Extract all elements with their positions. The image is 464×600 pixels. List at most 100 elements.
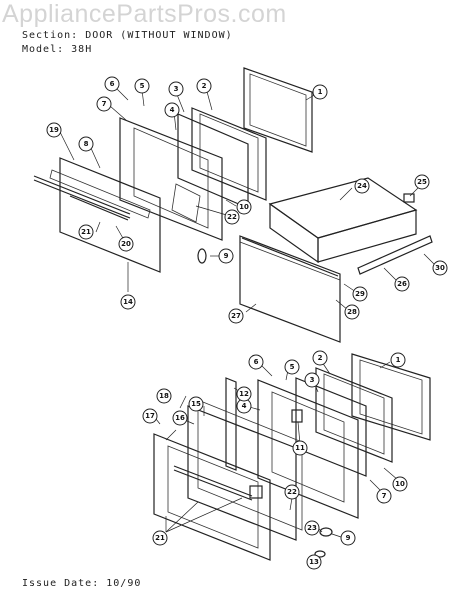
lower-liner-inner <box>323 373 385 455</box>
svg-text:16: 16 <box>175 414 185 422</box>
svg-text:13: 13 <box>309 558 319 566</box>
issue-date-value: 10/90 <box>106 578 142 589</box>
upper-trim-strip-2 <box>33 179 131 219</box>
drawer-front-panel <box>239 235 341 343</box>
upper-rear-panel-inner <box>249 73 307 147</box>
lower-callout-2: 2 <box>312 350 328 366</box>
drawer-rail <box>357 235 433 275</box>
upper-callout-5: 5 <box>134 78 150 94</box>
drawer-clip <box>403 193 415 203</box>
lower-callout-1: 1 <box>390 352 406 368</box>
upper-insulation <box>177 113 249 209</box>
lower-outer-door-frame-inner <box>167 445 259 549</box>
upper-rear-panel <box>243 67 313 153</box>
lower-hinge <box>225 377 237 471</box>
lower-bracket <box>291 409 303 423</box>
upper-callout-22: 22 <box>224 209 240 225</box>
svg-text:27: 27 <box>231 312 241 320</box>
upper-plug <box>197 248 207 264</box>
svg-text:21: 21 <box>155 534 165 542</box>
lower-callout-6: 6 <box>248 354 264 370</box>
svg-text:12: 12 <box>239 390 249 398</box>
svg-text:22: 22 <box>227 213 237 221</box>
lower-handle-cap <box>249 485 263 499</box>
upper-callout-25: 25 <box>414 174 430 190</box>
upper-inner-liner <box>119 117 223 241</box>
svg-text:25: 25 <box>417 178 427 186</box>
svg-text:8: 8 <box>84 140 89 148</box>
svg-text:2: 2 <box>202 82 207 90</box>
svg-text:17: 17 <box>145 412 155 420</box>
svg-text:30: 30 <box>435 264 445 272</box>
lower-callout-7: 7 <box>376 488 392 504</box>
upper-callout-3: 3 <box>168 81 184 97</box>
upper-callout-27: 27 <box>228 308 244 324</box>
upper-callout-28: 28 <box>344 304 360 320</box>
lower-door-assembly <box>153 353 431 561</box>
svg-text:3: 3 <box>310 376 315 384</box>
drawer-front-rail <box>241 237 339 277</box>
issue-date-label: Issue Date: <box>22 578 100 589</box>
svg-text:19: 19 <box>49 126 59 134</box>
model-label: Model: <box>22 44 65 55</box>
lower-callout-21: 21 <box>152 530 168 546</box>
svg-text:28: 28 <box>347 308 357 316</box>
svg-text:14: 14 <box>123 298 133 306</box>
upper-callout-2: 2 <box>196 78 212 94</box>
svg-text:21: 21 <box>81 228 91 236</box>
upper-callout-21: 21 <box>78 224 94 240</box>
svg-text:7: 7 <box>382 492 387 500</box>
svg-text:11: 11 <box>295 444 305 452</box>
upper-trim-strip <box>33 175 131 215</box>
svg-text:24: 24 <box>357 182 367 190</box>
upper-liner-frame <box>191 107 267 201</box>
upper-callout-6: 6 <box>104 76 120 92</box>
lower-callout-22: 22 <box>284 484 300 500</box>
svg-text:26: 26 <box>397 280 407 288</box>
upper-callout-20: 20 <box>118 236 134 252</box>
upper-callout-19: 19 <box>46 122 62 138</box>
upper-callouts: 1 2 3 4 5 6 7 8 9 10 14 19 20 21 22 24 2… <box>46 76 448 324</box>
section-line: Section: DOOR (WITHOUT WINDOW) <box>22 30 233 41</box>
upper-bracket <box>171 183 201 223</box>
svg-text:1: 1 <box>318 88 323 96</box>
lower-callout-9: 9 <box>340 530 356 546</box>
upper-callout-4: 4 <box>164 102 180 118</box>
svg-text:2: 2 <box>318 354 323 362</box>
upper-callout-14: 14 <box>120 294 136 310</box>
upper-callout-26: 26 <box>394 276 410 292</box>
lower-handle-2 <box>173 469 253 501</box>
lower-foot <box>314 550 326 558</box>
lower-insulation <box>295 377 367 477</box>
lower-handle <box>173 465 253 497</box>
upper-outer-door-panel <box>59 157 161 273</box>
lower-plug <box>319 527 333 537</box>
upper-callout-10: 10 <box>236 199 252 215</box>
upper-door-assembly <box>33 67 433 343</box>
lower-leader-lines <box>151 361 399 563</box>
svg-text:23: 23 <box>307 524 317 532</box>
lower-callout-10: 10 <box>392 476 408 492</box>
drawer-front-panel-edge <box>239 241 341 281</box>
upper-inner-liner-window <box>133 127 209 229</box>
svg-text:5: 5 <box>140 82 145 90</box>
svg-text:6: 6 <box>110 80 115 88</box>
upper-outer-door-panel-top <box>49 169 151 219</box>
svg-text:22: 22 <box>287 488 297 496</box>
svg-text:1: 1 <box>396 356 401 364</box>
svg-text:20: 20 <box>121 240 131 248</box>
svg-text:5: 5 <box>290 363 295 371</box>
section-label: Section: <box>22 30 79 41</box>
svg-text:9: 9 <box>346 534 351 542</box>
upper-callout-24: 24 <box>354 178 370 194</box>
svg-text:29: 29 <box>355 290 365 298</box>
drawer-front-face <box>269 202 319 264</box>
lower-rear-panel-inner <box>359 359 423 435</box>
svg-text:7: 7 <box>102 100 107 108</box>
lower-callout-3: 3 <box>304 372 320 388</box>
drawer-side-face <box>317 209 417 263</box>
svg-text:15: 15 <box>191 400 201 408</box>
watermark: AppliancePartsPros.com <box>2 0 287 28</box>
